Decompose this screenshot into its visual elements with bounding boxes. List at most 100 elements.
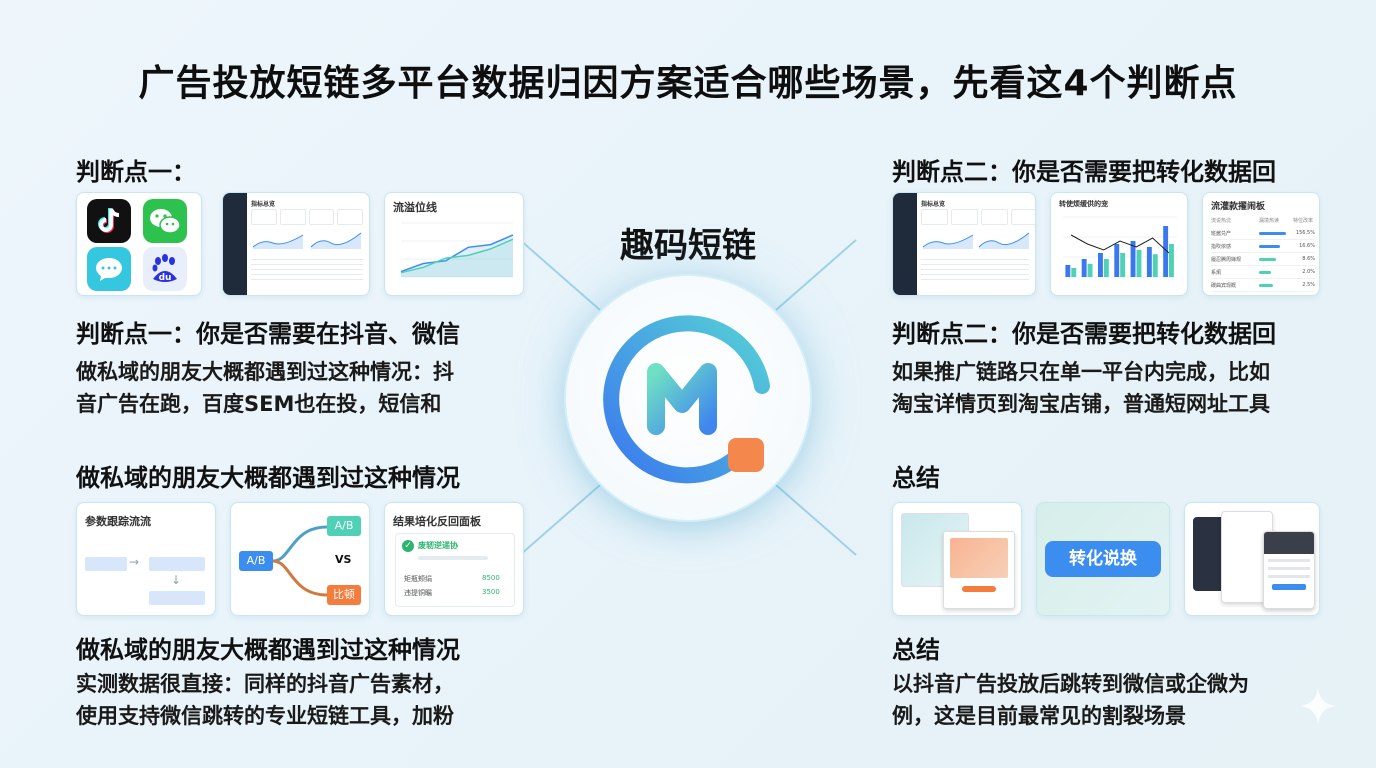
bar-0-5 [1146,247,1152,277]
bar-1-5 [1152,254,1158,277]
dashboard2-title: 指标总览 [921,201,946,208]
phone-mockup-front [1263,531,1315,609]
ab-left-badge: A/B [239,551,273,571]
result-check-label: 废轫逆递协 [418,541,458,550]
bar-chart-card: 转使烦缓供的宠 [1050,192,1188,296]
bar-chart [1063,216,1177,278]
bar-0-3 [1114,244,1120,277]
brand-logo-circle [566,276,810,520]
bar-1-2 [1103,259,1109,277]
result-row2-label: 违提铜瞩 [404,589,432,597]
trend-area-1 [401,239,513,277]
summary-body-line2: 例，这是目前最常见的割裂场景 [892,704,1186,728]
ab-vs-label: VS [335,553,352,566]
convert-button-card: 转化说换 [1036,502,1170,616]
flow-board-col1: 流说热沈 [1211,218,1232,224]
bar-1-0 [1071,268,1077,277]
bar-1-6 [1169,244,1174,277]
result-panel-title: 结果培化反回面板 [393,515,481,528]
flow-board-row-bar [1259,232,1286,235]
app-icons-card: du [76,192,202,296]
dashboard2-table [921,255,1029,284]
flow-board-row-pct: 16.6% [1299,243,1315,249]
flow-board-row-label: 碳曲宾现概 [1211,283,1237,289]
brand-logo-icon [603,315,770,484]
bar-chart-title: 转使烦缓供的宠 [1059,200,1108,208]
message-icon [87,247,131,291]
bar-overlay-line [1070,234,1170,254]
point2-heading: 判断点二：你是否需要把转化数据回 [892,158,1276,186]
trend-line-0 [400,234,514,273]
brand-name: 趣码短链 [620,226,756,266]
result-inner-panel: ✓ 废轫逆递协 矩瓶颊绢 8500 违提铜瞩 3500 [395,533,515,607]
flow-board-row-label: 班酱兑产 [1211,231,1232,237]
wechat-icon [143,199,187,243]
flow-board-row-label: 履忍腾周婵规 [1211,257,1242,263]
bar-0-6 [1163,226,1169,277]
result-panel-card: 结果培化反回面板 ✓ 废轫逆递协 矩瓶颊绢 8500 违提铜瞩 3500 [384,502,524,616]
dashboard-stat-row [251,209,363,225]
trend-chart-title: 流溢位线 [393,201,437,214]
flow-board-title: 流灌款擢闹板 [1211,202,1266,212]
flow-board-row-bar [1259,284,1273,287]
point2-body-line1: 如果推广链路只在单一平台内完成，比如 [892,360,1270,384]
bar-0-4 [1130,241,1136,277]
dashboard-card-2: 指标总览 [892,192,1036,296]
point2-main: 判断点二：你是否需要把转化数据回 [892,320,1276,348]
flow-board-row-bar [1259,245,1280,248]
phone-mockup-card [1184,502,1320,616]
flow-board-row-bar [1259,258,1276,261]
ab-test-card: A/B A/B VS 比顿 [230,502,370,616]
dashboard2-mini-charts [922,232,1030,249]
flow-board-row: 碳曲宾现概 2.5% [1211,279,1315,292]
bar-1-1 [1087,263,1093,277]
result-bar [418,556,488,560]
summary-body-line1: 以抖音广告投放后跳转到微信或企微为 [892,672,1249,696]
sparkle-icon [1300,688,1336,724]
flow-board-row-pct: 2.5% [1302,282,1315,288]
dashboard-mini-charts [252,232,362,249]
flow-board-row-pct: 2.0% [1302,269,1315,275]
flow-board-row-label: 系炯 [1211,270,1222,276]
dashboard-card-1: 指标总览 [222,192,370,296]
mockup-window-front [943,531,1015,609]
section3-body-line2: 使用支持微信跳转的专业短链工具，加粉 [76,704,454,728]
tiktok-icon [87,199,131,243]
point1-body-line1: 做私域的朋友大概都遇到过这种情况：抖 [76,360,454,384]
flow-box-1 [85,557,127,571]
result-row1-label: 矩瓶颊绢 [404,575,432,583]
ab-right-top-badge: A/B [327,516,361,536]
point1-body-line2: 音广告在跑，百度SEM也在投，短信和 [76,392,442,416]
check-circle-icon: ✓ [402,540,414,552]
flow-box-3 [149,591,205,605]
window-mockup-card [892,502,1022,616]
flow-box-2 [149,557,205,571]
dashboard-sidebar [223,193,247,295]
result-row2-value: 3500 [482,588,500,596]
bar-0-1 [1081,259,1087,277]
trend-chart [400,222,514,278]
dashboard2-sidebar [893,193,917,295]
point1-heading: 判断点一： [76,158,196,186]
svg-text:du: du [159,273,172,283]
dashboard-title: 指标总览 [251,201,276,208]
flow-arrow-right: → [129,555,140,569]
flow-board-row-bar [1259,271,1271,274]
bar-1-4 [1136,250,1142,277]
flow-board-row: 班酱兑产 156.5% [1211,227,1315,240]
dashboard-table [251,255,363,284]
summary-heading: 总结 [892,464,940,492]
flow-board-row: 系炯 2.0% [1211,266,1315,279]
page-title: 广告投放短链多平台数据归因方案适合哪些场景，先看这4个判断点 [138,63,1238,104]
flow-board-row-pct: 156.5% [1295,230,1315,236]
flow-board-col2: 漏境热读 [1259,218,1280,224]
section3-heading: 做私域的朋友大概都遇到过这种情况 [76,636,460,664]
convert-button[interactable]: 转化说换 [1045,541,1161,577]
result-row1-value: 8500 [482,574,500,582]
bar-0-2 [1098,253,1103,277]
